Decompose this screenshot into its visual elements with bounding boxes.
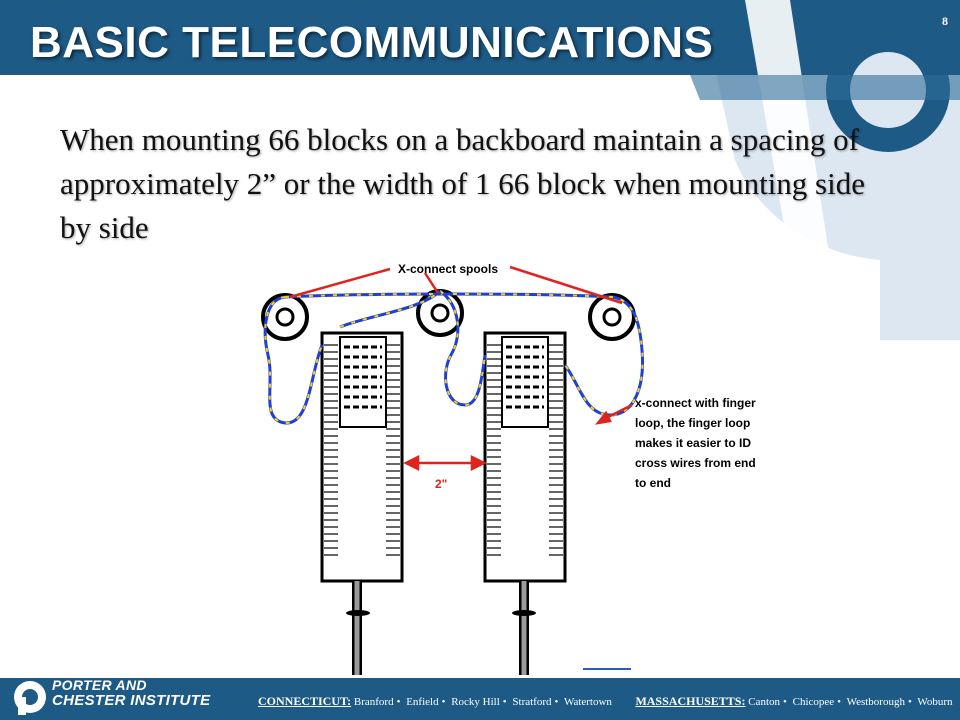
finger-loop-line: loop, the finger loop bbox=[635, 416, 750, 430]
institute-logo-icon bbox=[14, 681, 46, 715]
body-text: When mounting 66 blocks on a backboard m… bbox=[60, 122, 865, 245]
institute-brand: PORTER AND CHESTER INSTITUTE bbox=[52, 677, 211, 709]
finger-loop-label: x-connect with finger loop, the finger l… bbox=[635, 396, 756, 490]
ma-town: Woburn bbox=[917, 696, 953, 708]
finger-loop-line: x-connect with finger bbox=[635, 396, 756, 410]
ct-town: Watertown bbox=[563, 696, 612, 708]
brand-line-2: CHESTER INSTITUTE bbox=[52, 692, 211, 709]
finger-loop-line: to end bbox=[635, 476, 671, 490]
ct-town: Branford bbox=[353, 696, 394, 708]
block-66-right bbox=[483, 331, 567, 675]
spacing-arrow bbox=[403, 454, 487, 472]
finger-loop-line: makes it easier to ID bbox=[635, 436, 751, 450]
ma-town: Canton bbox=[748, 696, 780, 708]
spools-label: X-connect spools bbox=[398, 262, 498, 276]
block-mounting-diagram: X-connect spools 2" x-connect with finge… bbox=[261, 262, 756, 675]
block-66-left bbox=[320, 331, 404, 675]
ma-town: Westborough bbox=[846, 696, 905, 708]
brand-line-1: PORTER AND bbox=[52, 677, 147, 693]
ma-town: Chicopee bbox=[792, 696, 835, 708]
finger-loop-arrow bbox=[594, 403, 633, 425]
spools-pointer-lines bbox=[289, 265, 623, 305]
ct-town: Enfield bbox=[406, 696, 439, 708]
slide-title: BASIC TELECOMMUNICATIONS bbox=[30, 18, 714, 67]
ct-town: Rocky Hill bbox=[451, 696, 500, 708]
slide-number: 8 bbox=[942, 14, 948, 28]
spacing-label: 2" bbox=[435, 477, 447, 491]
ma-label: MASSACHUSETTS: bbox=[635, 694, 746, 708]
finger-loop-line: cross wires from end bbox=[635, 456, 756, 470]
decorative-underline bbox=[583, 668, 631, 670]
ct-label: CONNECTICUT: bbox=[258, 694, 352, 708]
ct-town: Stratford bbox=[512, 696, 552, 708]
spool-left bbox=[261, 293, 309, 341]
footer-band bbox=[0, 678, 960, 720]
spool-right bbox=[588, 293, 636, 341]
footer-locations: CONNECTICUT: Branford• Enfield• Rocky Hi… bbox=[258, 694, 953, 708]
